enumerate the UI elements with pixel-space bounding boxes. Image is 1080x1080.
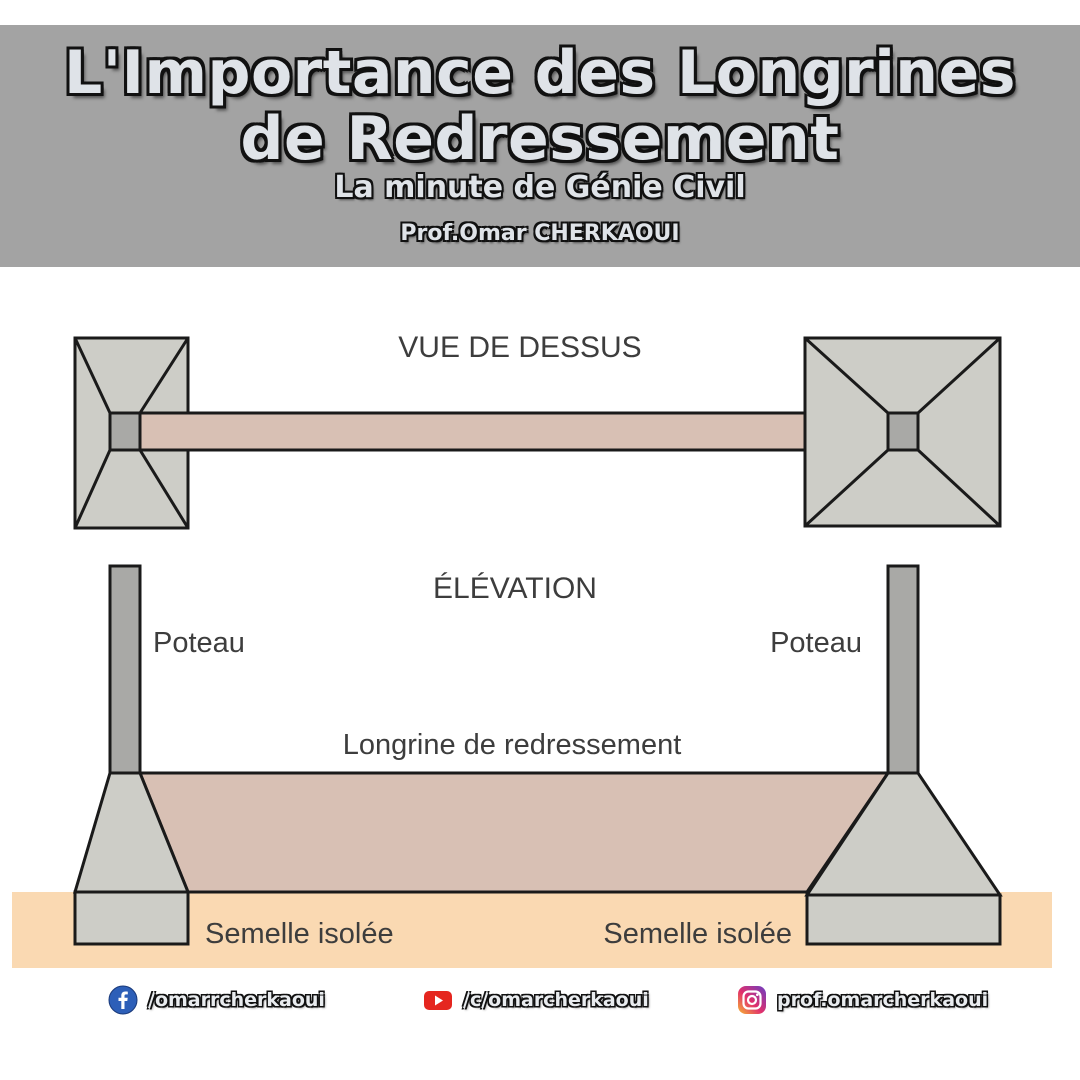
author: Prof.Omar CHERKAOUI	[400, 221, 680, 246]
top-view-beam	[138, 411, 890, 452]
left-footing-label: Semelle isolée	[205, 918, 394, 950]
elevation-right-footing-base	[805, 893, 1002, 946]
top-view-right-footing	[803, 336, 1002, 528]
instagram-link[interactable]: prof.omarcherkaoui	[737, 983, 988, 1017]
youtube-icon	[424, 991, 452, 1010]
title-line-1: L'Importance des Longrines	[64, 38, 1016, 108]
subtitle: La minute de Génie Civil	[334, 170, 746, 205]
elevation-left-footing-base	[73, 890, 190, 946]
top-view-label: VUE DE DESSUS	[398, 331, 641, 364]
elevation-view	[72, 564, 1003, 946]
youtube-handle: /c/omarcherkaoui	[463, 989, 649, 1011]
elevation-label: ÉLÉVATION	[433, 572, 597, 605]
beam-label: Longrine de redressement	[343, 729, 682, 761]
elevation-right-column	[886, 564, 920, 775]
facebook-icon	[108, 985, 138, 1015]
left-column-label: Poteau	[153, 627, 245, 659]
facebook-link[interactable]: /omarrcherkaoui	[108, 983, 325, 1017]
right-footing-label: Semelle isolée	[603, 918, 792, 950]
header-banner	[0, 25, 1080, 267]
top-view	[73, 336, 1002, 530]
title-line-2: de Redressement	[240, 104, 840, 174]
elevation-left-column	[108, 564, 142, 775]
facebook-handle: /omarrcherkaoui	[148, 989, 325, 1011]
youtube-link[interactable]: /c/omarcherkaoui	[423, 983, 649, 1017]
right-column-label: Poteau	[770, 627, 862, 659]
elevation-beam	[137, 771, 891, 894]
instagram-icon	[738, 986, 766, 1014]
instagram-handle: prof.omarcherkaoui	[777, 989, 989, 1011]
